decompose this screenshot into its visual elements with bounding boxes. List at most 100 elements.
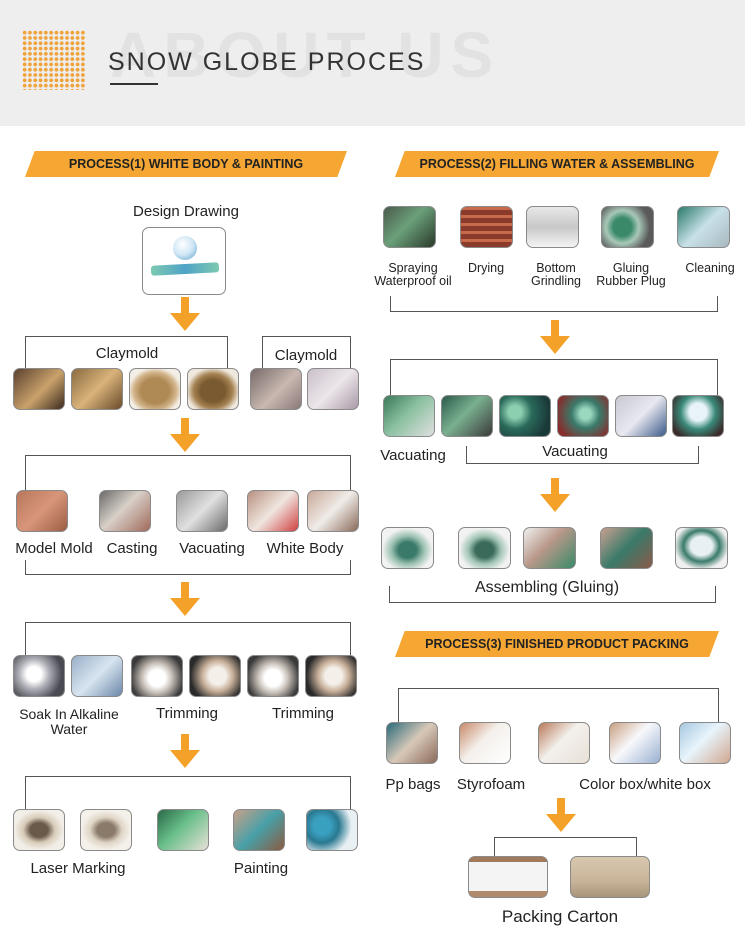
soak-photo [13, 655, 65, 697]
bracket-line [25, 622, 351, 623]
pp-bags-photo [386, 722, 438, 764]
color-box-label: Color box/white box [579, 776, 711, 793]
color-box-photo [679, 722, 731, 764]
laser-marking-photo [13, 809, 65, 851]
bracket-line [25, 336, 26, 368]
claymold-photo [13, 368, 65, 410]
assembling-label: Assembling (Gluing) [474, 579, 620, 596]
arrow-down-icon [540, 478, 570, 512]
bracket-line [390, 359, 718, 360]
spraying-photo [383, 206, 436, 248]
bracket-line [389, 602, 716, 603]
color-box-photo [538, 722, 590, 764]
bracket-line [25, 560, 26, 575]
assembling-photo [523, 527, 576, 569]
bracket-line [636, 837, 637, 856]
packing-carton-label: Packing Carton [501, 907, 619, 926]
model-mold-label: Model Mold [15, 540, 93, 557]
bracket-line [390, 311, 718, 312]
claymold-photo [250, 368, 302, 410]
packing-carton-photo [468, 856, 548, 898]
arrow-down-icon [170, 418, 200, 452]
painting-label: Painting [233, 860, 289, 877]
casting-photo [99, 490, 151, 532]
bracket-line [25, 622, 26, 655]
trimming-photo [131, 655, 183, 697]
vacuating-label-b: Vacuating [542, 443, 608, 460]
page-title: SNOW GLOBE PROCES [108, 48, 426, 76]
header-ghost-text: ABOUT US [110, 19, 501, 91]
bracket-line [25, 336, 227, 337]
bracket-line [227, 336, 228, 368]
vacuating-photo [615, 395, 667, 437]
claymold-photo [71, 368, 123, 410]
styrofoam-photo [459, 722, 511, 764]
drying-label: Drying [467, 261, 505, 275]
bracket-line [466, 463, 699, 464]
vacuating-label: Vacuating [179, 540, 245, 557]
bracket-line [466, 446, 467, 464]
cleaning-photo [677, 206, 730, 248]
white-body-photo [247, 490, 299, 532]
bracket-line [25, 776, 26, 809]
trimming-photo [189, 655, 241, 697]
bracket-line [717, 359, 718, 395]
gluing-label: Gluing Rubber Plug [596, 261, 666, 288]
laser-marking-label: Laser Marking [30, 860, 126, 877]
soak-photo [71, 655, 123, 697]
white-body-photo [307, 490, 359, 532]
process1-banner: PROCESS(1) WHITE BODY & PAINTING [25, 151, 347, 177]
title-underline [110, 83, 158, 85]
assembling-photo [458, 527, 511, 569]
claymold-photo [129, 368, 181, 410]
design-drawing-label: Design Drawing [133, 203, 239, 220]
bracket-line [698, 446, 699, 464]
vacuating-photo [383, 395, 435, 437]
bracket-line [25, 455, 351, 456]
cleaning-label: Cleaning [685, 261, 735, 275]
bracket-line [25, 574, 351, 575]
vacuating-photo [441, 395, 493, 437]
assembling-photo [675, 527, 728, 569]
bracket-line [262, 336, 263, 368]
arrow-down-icon [546, 798, 576, 832]
bracket-line [494, 837, 637, 838]
bracket-line [350, 776, 351, 809]
process2-banner: PROCESS(2) FILLING WATER & ASSEMBLING [395, 151, 719, 177]
painting-photo [233, 809, 285, 851]
vacuating-photo [557, 395, 609, 437]
trimming-label-b: Trimming [272, 705, 334, 722]
packing-carton-photo [570, 856, 650, 898]
bracket-line [398, 688, 719, 689]
gluing-photo [601, 206, 654, 248]
drying-photo [460, 206, 513, 248]
bracket-line [718, 688, 719, 722]
page-header: ABOUT US SNOW GLOBE PROCES [0, 0, 745, 126]
bracket-line [350, 455, 351, 490]
bracket-line [262, 336, 351, 337]
bracket-line [25, 776, 351, 777]
pp-bags-label: Pp bags [385, 776, 441, 793]
arrow-down-icon [170, 734, 200, 768]
laser-marking-photo [80, 809, 132, 851]
bottom-grinding-photo [526, 206, 579, 248]
trimming-label-a: Trimming [156, 705, 218, 722]
vacuating-photo [176, 490, 228, 532]
white-body-label: White Body [266, 540, 344, 557]
model-mold-photo [16, 490, 68, 532]
arrow-down-icon [170, 582, 200, 616]
casting-label: Casting [106, 540, 158, 557]
bracket-line [717, 296, 718, 312]
assembling-photo [381, 527, 434, 569]
bracket-line [390, 296, 391, 312]
bracket-line [389, 586, 390, 603]
claymold-label-b: Claymold [274, 347, 338, 364]
process3-banner: PROCESS(3) FINISHED PRODUCT PACKING [395, 631, 719, 657]
bracket-line [390, 359, 391, 395]
bracket-line [350, 336, 351, 368]
vacuating-label-a: Vacuating [380, 447, 446, 464]
bracket-line [494, 837, 495, 856]
spraying-label: Spraying Waterproof oil [374, 261, 452, 288]
dot-grid-decoration [22, 30, 86, 90]
painting-photo [157, 809, 209, 851]
